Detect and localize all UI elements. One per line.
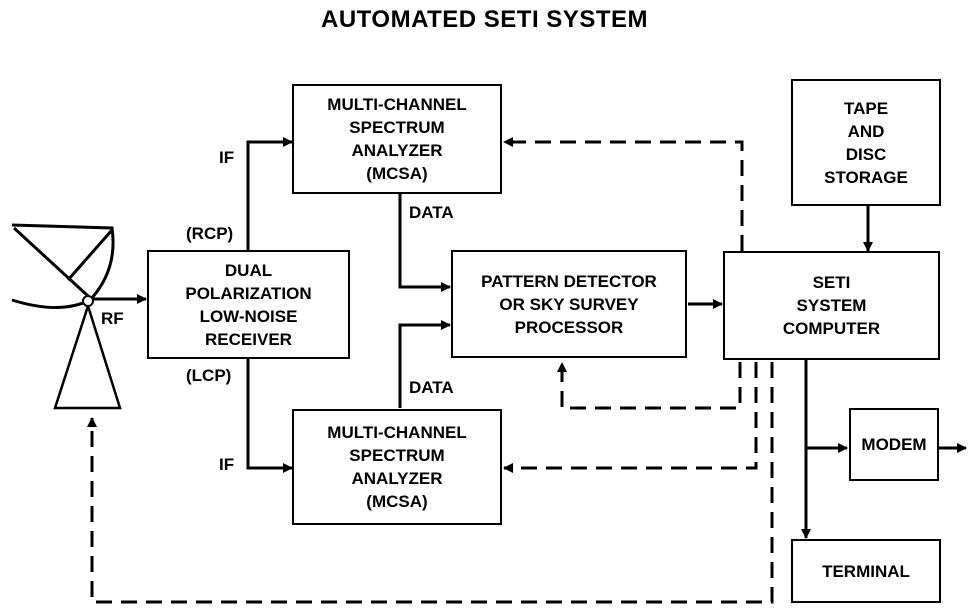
storage-block: TAPE AND DISC STORAGE: [791, 79, 941, 206]
block-label: POLARIZATION: [185, 283, 312, 303]
block-label: SETI: [812, 273, 851, 292]
block-label: STORAGE: [824, 167, 908, 187]
block-label: SPECTRUM: [349, 118, 445, 137]
block-label: PATTERN DETECTOR: [481, 271, 657, 291]
control-link-bottom-mcsa: [503, 362, 758, 473]
control-link-processor: [557, 362, 742, 410]
block-label: DISC: [845, 144, 887, 164]
block-label: PROCESSOR: [514, 317, 624, 337]
block-label: MULTI-CHANNEL: [327, 423, 467, 442]
block-label: COMPUTER: [782, 319, 881, 338]
block-label: AND: [847, 121, 885, 141]
if-label-top: IF: [219, 148, 235, 167]
seti-computer-block: SETI SYSTEM COMPUTER: [723, 251, 940, 360]
data-link-bottom: [398, 320, 451, 408]
block-label: MULTI-CHANNEL: [327, 95, 467, 114]
block-label: ANALYZER: [351, 141, 443, 160]
control-link-top-mcsa: [503, 137, 744, 251]
data-label-top: DATA: [409, 203, 454, 222]
pattern-detector-block: PATTERN DETECTOR OR SKY SURVEY PROCESSOR: [451, 250, 687, 358]
block-label: RECEIVER: [205, 329, 292, 349]
rf-label: RF: [101, 309, 124, 328]
antenna-icon: [11, 223, 122, 410]
antenna-control-link: [87, 362, 774, 604]
block-label: SYSTEM: [796, 296, 867, 315]
mcsa-bottom-block: MULTI-CHANNEL SPECTRUM ANALYZER (MCSA): [292, 409, 502, 525]
lcp-label: (LCP): [186, 366, 232, 385]
if-label-bottom: IF: [219, 455, 235, 474]
rcp-label: (RCP): [186, 224, 234, 243]
block-label: OR SKY SURVEY: [499, 294, 639, 314]
receiver-block: DUAL POLARIZATION LOW-NOISE RECEIVER: [147, 250, 350, 359]
block-label: SPECTRUM: [349, 446, 445, 465]
terminal-block: TERMINAL: [791, 539, 941, 603]
block-label: DUAL: [224, 260, 273, 280]
modem-block: MODEM: [849, 408, 939, 481]
data-link-top: [398, 193, 451, 292]
block-label: ANALYZER: [351, 469, 443, 488]
block-label: TERMINAL: [822, 561, 910, 581]
block-label: (MCSA): [366, 164, 428, 183]
block-label: LOW-NOISE: [199, 306, 298, 326]
block-label: (MCSA): [366, 492, 428, 511]
data-label-bottom: DATA: [409, 378, 454, 397]
block-label: MODEM: [861, 435, 927, 454]
if-lcp-link: [246, 359, 293, 473]
if-rcp-link: [246, 137, 293, 250]
block-label: TAPE: [843, 98, 889, 118]
mcsa-top-block: MULTI-CHANNEL SPECTRUM ANALYZER (MCSA): [292, 84, 502, 194]
page-title: AUTOMATED SETI SYSTEM: [321, 6, 648, 33]
